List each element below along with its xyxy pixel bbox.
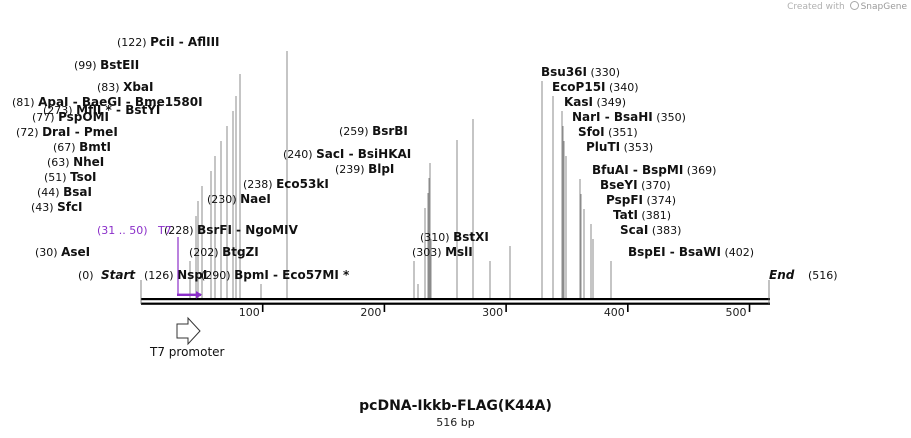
- credit-line: Created with SnapGene: [787, 1, 907, 12]
- enzyme-label: (63) NheI: [47, 155, 104, 169]
- t7-primer: (31 .. 50) T7: [97, 224, 202, 299]
- feature-label: T7 promoter: [149, 345, 225, 359]
- primer-position: (31 .. 50): [97, 224, 148, 237]
- start-label: Start: [101, 268, 136, 282]
- credit-brand: SnapGene: [860, 2, 907, 12]
- cut-site-lines: [189, 51, 612, 298]
- enzyme-label: PspFI (374): [606, 193, 676, 207]
- enzyme-label: (202) BtgZI: [189, 245, 259, 259]
- enzyme-label: (238) Eco53kI: [243, 177, 329, 191]
- enzyme-label: (43) SfcI: [31, 200, 83, 214]
- scale-tick-label: 100: [239, 306, 260, 319]
- scale-tick-label: 200: [360, 306, 381, 319]
- enzyme-label: (81) ApaI - BaeGI - Bme1580I: [12, 95, 203, 109]
- enzyme-label: NarI - BsaHI (350): [572, 110, 686, 124]
- end-label: End: [769, 268, 795, 282]
- enzyme-label: SfoI (351): [578, 125, 638, 139]
- credit-prefix: Created with: [787, 2, 845, 12]
- enzyme-label: BseYI (370): [600, 178, 671, 192]
- enzyme-label: (310) BstXI: [420, 230, 489, 244]
- start-end-labels: (0) Start End (516): [78, 268, 838, 282]
- enzyme-label: PluTI (353): [586, 140, 653, 154]
- scale-ticks: 100 200 300 400 500: [239, 304, 751, 319]
- sequence-backbone: [140, 280, 770, 305]
- primer-name: T7: [157, 224, 172, 237]
- scale-tick-label: 300: [482, 306, 503, 319]
- enzyme-label: (290) BpmI - Eco57MI *: [201, 268, 350, 282]
- t7-promoter-feature: T7 promoter: [149, 316, 225, 359]
- enzyme-label: EcoP15I (340): [552, 80, 639, 94]
- scale-tick-label: 400: [604, 306, 625, 319]
- scale-tick-label: 500: [726, 306, 747, 319]
- enzyme-label: (77) PspOMI: [32, 110, 109, 124]
- enzyme-label: (303) MslI: [412, 245, 473, 259]
- start-position: (0): [78, 269, 94, 282]
- plasmid-name: pcDNA-Ikkb-FLAG(K44A): [359, 398, 552, 414]
- enzyme-label: KasI (349): [564, 95, 626, 109]
- enzyme-label: TatI (381): [613, 208, 671, 222]
- enzyme-label: (239) BlpI: [335, 162, 394, 176]
- enzyme-label: ScaI (383): [620, 223, 681, 237]
- plasmid-length: 516 bp: [436, 416, 475, 429]
- enzyme-label: BspEI - BsaWI (402): [628, 245, 754, 259]
- enzyme-label: Bsu36I (330): [541, 65, 620, 79]
- enzyme-label: (122) PciI - AflIII: [117, 35, 220, 49]
- enzyme-label: (230) NaeI: [207, 192, 271, 206]
- enzyme-label: (83) XbaI: [97, 80, 153, 94]
- snapgene-logo-icon: [849, 1, 859, 10]
- enzyme-label: (99) BstEII: [74, 58, 139, 72]
- enzyme-label: BfuAI - BspMI (369): [592, 163, 716, 177]
- enzyme-label: (126) NspI: [144, 268, 207, 282]
- enzyme-label: (67) BmtI: [53, 140, 111, 154]
- end-position: (516): [808, 269, 838, 282]
- enzyme-labels: (30) AseI (43) SfcI(44) BsaI(51) TsoI(63)…: [12, 35, 754, 282]
- enzyme-label: (30) AseI: [35, 245, 90, 259]
- enzyme-label: (72) DraI - PmeI: [16, 125, 118, 139]
- enzyme-label: (44) BsaI: [37, 185, 92, 199]
- enzyme-label: (259) BsrBI: [339, 124, 408, 138]
- enzyme-label: (240) SacI - BsiHKAI: [283, 147, 411, 161]
- enzyme-label: (273) MflI * - BstYI: [43, 103, 160, 117]
- enzyme-label: (228) BsrFI - NgoMIV: [164, 223, 299, 237]
- enzyme-label: (51) TsoI: [44, 170, 97, 184]
